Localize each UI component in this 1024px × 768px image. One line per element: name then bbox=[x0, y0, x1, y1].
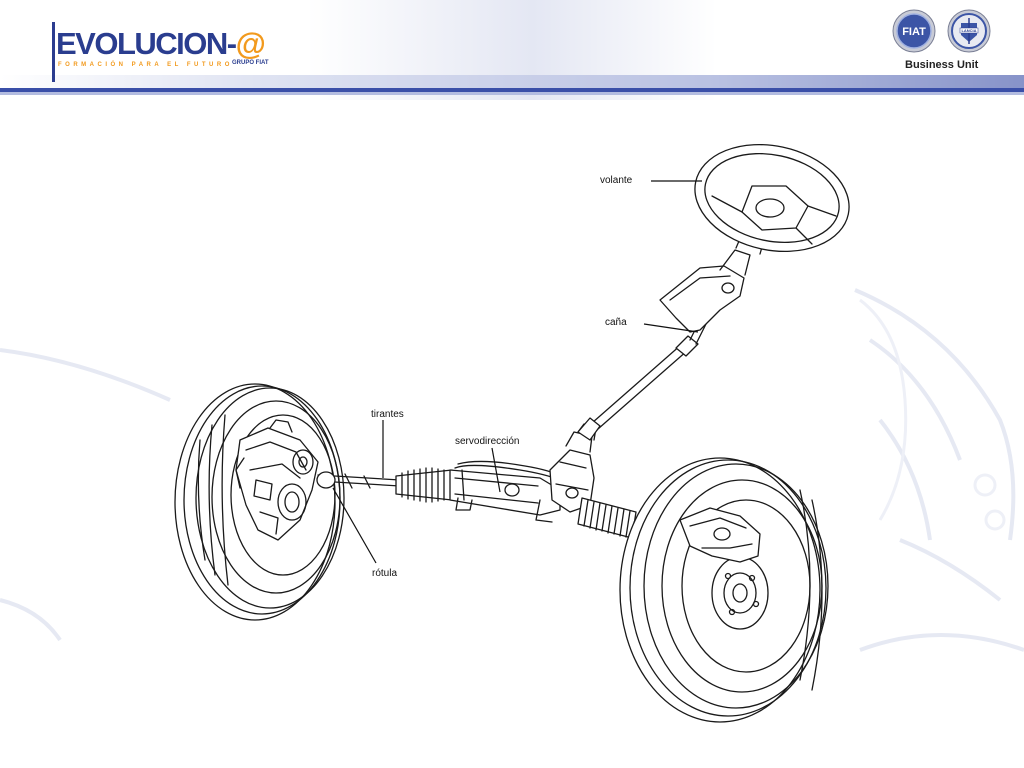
evolucion-logo: EVOLUCION-@ FORMACIÓN PARA EL FUTURO GRU… bbox=[52, 22, 282, 82]
right-wheel bbox=[619, 457, 829, 723]
leader-rotula bbox=[332, 487, 377, 564]
logo-title: EVOLUCION-@ bbox=[56, 26, 266, 61]
left-boot bbox=[395, 467, 453, 503]
header-stripe-thin bbox=[0, 92, 1024, 95]
logo-title-main: EVOLUCION- bbox=[56, 26, 237, 61]
left-tie-rod bbox=[316, 471, 401, 489]
header-stripe-light bbox=[0, 75, 1024, 88]
svg-text:LANCIA: LANCIA bbox=[961, 28, 976, 33]
steering-wheel bbox=[694, 143, 850, 253]
label-tirantes: tirantes bbox=[371, 409, 404, 420]
header-stripe-dark bbox=[0, 88, 1024, 92]
fiat-logo-icon: FIAT bbox=[892, 9, 936, 53]
logo-grupo: GRUPO FIAT bbox=[232, 60, 269, 66]
label-rotula: rótula bbox=[372, 568, 398, 579]
business-unit-label: Business Unit bbox=[905, 59, 979, 71]
label-volante: volante bbox=[600, 175, 633, 186]
right-brake-caliper bbox=[679, 507, 761, 563]
logo-at-sign: @ bbox=[235, 26, 266, 61]
left-brake-hub bbox=[235, 419, 319, 541]
rack-housing bbox=[449, 460, 567, 523]
logo-bar bbox=[52, 22, 55, 82]
header-banner: EVOLUCION-@ FORMACIÓN PARA EL FUTURO GRU… bbox=[0, 0, 1024, 100]
leader-lines bbox=[332, 180, 702, 564]
leader-cana bbox=[643, 323, 699, 333]
car-watermark-background bbox=[0, 288, 1024, 652]
right-boot bbox=[577, 497, 637, 539]
svg-text:FIAT: FIAT bbox=[902, 26, 926, 38]
label-servodireccion: servodirección bbox=[455, 436, 520, 447]
label-cana: caña bbox=[605, 317, 627, 328]
leader-servodireccion bbox=[491, 447, 501, 493]
lancia-logo-icon: LANCIA bbox=[947, 9, 991, 53]
logo-subtitle: FORMACIÓN PARA EL FUTURO bbox=[58, 62, 233, 68]
